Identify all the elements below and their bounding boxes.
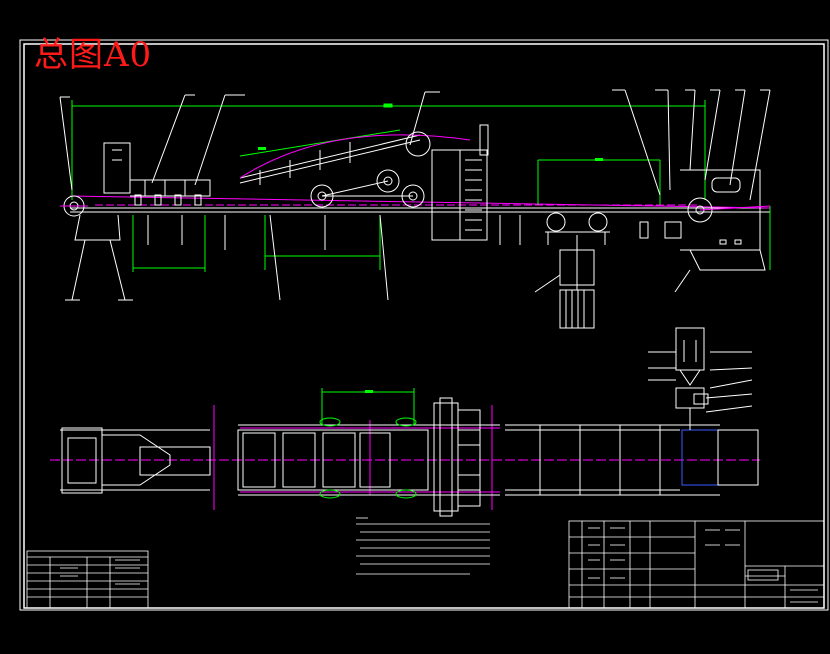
plan-drive-detail: [648, 327, 753, 430]
side-elevation-view: [59, 89, 771, 329]
tail-support-stand: [65, 214, 133, 301]
center-unit-body: [431, 124, 489, 241]
plan-head-section: [505, 424, 759, 496]
traction-wheels: [310, 131, 431, 208]
plan-center-drum: [433, 397, 481, 517]
return-idlers-right: [545, 212, 682, 245]
drawing-label: 总图A0: [34, 35, 153, 75]
drive-motor: [559, 235, 595, 329]
overall-length-dimension: [71, 100, 706, 200]
lower-dimension-left: [132, 215, 381, 272]
plan-middle-frame: [237, 424, 500, 496]
plan-tail-section: [60, 427, 211, 494]
leader-lines-top: [59, 89, 771, 293]
plan-view: [50, 327, 760, 517]
parts-list-table: [26, 550, 149, 609]
feed-hopper: [103, 142, 211, 197]
drawing-frame: [19, 39, 829, 611]
right-dimension: [537, 158, 771, 270]
title-block: [568, 520, 825, 609]
head-pulley: [680, 169, 771, 271]
plan-dimension: [319, 388, 417, 499]
frame-support-legs: [147, 214, 521, 301]
technical-notes: [356, 517, 490, 575]
inclined-section: [239, 129, 471, 185]
tail-pulley: [60, 195, 88, 217]
carrying-idlers: [134, 194, 202, 206]
